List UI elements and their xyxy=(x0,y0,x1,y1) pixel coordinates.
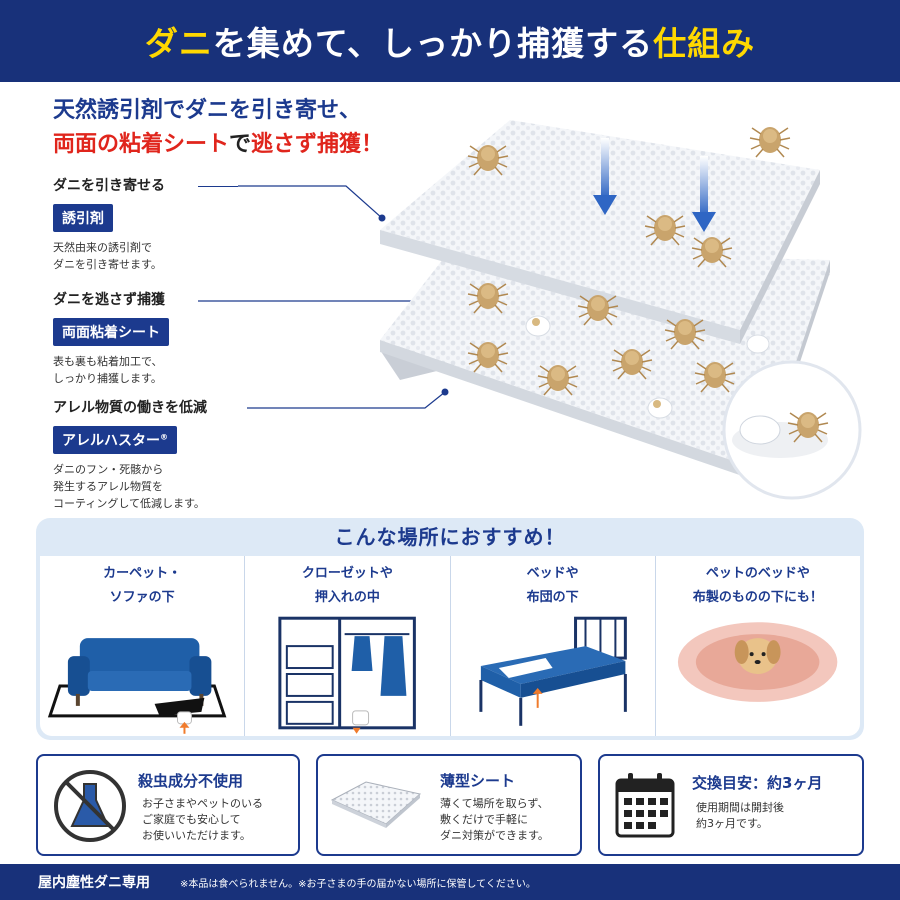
box-desc: お子さまやペットのいる ご家庭でも安心して お使いいただけます。 xyxy=(142,796,263,844)
feature-desc: 表も裏も粘着加工で、 しっかり捕獲します。 xyxy=(53,353,373,387)
box-no-insecticide: 殺虫成分不使用 お子さまやペットのいる ご家庭でも安心して お使いいただけます。 xyxy=(36,754,300,856)
sofa-icon xyxy=(47,638,227,734)
feature-title: アレル物質の働きを低減 xyxy=(53,400,207,416)
place-label: ペットのベッドや 布製のものの下にも！ xyxy=(656,562,860,610)
box-desc: 薄くて場所を取らず、 敷くだけで手軽に ダニ対策ができます。 xyxy=(440,796,549,844)
box-desc: 使用期間は開封後 約3ヶ月です。 xyxy=(696,800,784,832)
leader-connector xyxy=(247,388,449,409)
down-arrow-icon xyxy=(692,156,716,232)
box-desc-line: ご家庭でも安心して xyxy=(142,813,241,826)
down-arrow-icon xyxy=(593,138,617,215)
feature-attractant: ダニを引き寄せる 誘引剤 天然由来の誘引剤で ダニを引き寄せます。 xyxy=(53,176,373,273)
zoom-circle xyxy=(722,360,862,500)
feature-title: ダニを逃さず捕獲 xyxy=(53,292,165,308)
place-label-line: ソファの下 xyxy=(109,590,175,605)
box-desc-line: 約3ヶ月です。 xyxy=(696,817,768,830)
box-replacement: 交換目安：約3ヶ月 使用期間は開封後 約3ヶ月です。 xyxy=(598,754,864,856)
feature-tag-text: アレルハスター xyxy=(62,433,160,449)
place-label: ベッドや 布団の下 xyxy=(451,562,655,610)
pet-bed-icon xyxy=(677,622,838,702)
mite-icon xyxy=(749,126,791,158)
headline: 天然誘引剤でダニを引き寄せ、 両面の粘着シートで逃さず捕獲！ xyxy=(53,94,383,162)
place-label-line: ペットのベッドや xyxy=(705,566,810,581)
feature-tag: 両面粘着シート xyxy=(53,318,169,346)
box-desc-line: 薄くて場所を取らず、 xyxy=(440,797,549,810)
leader-line xyxy=(198,186,238,187)
calendar-icon xyxy=(615,773,675,838)
closet-icon xyxy=(278,616,417,734)
feature-adhesive: ダニを逃さず捕獲 両面粘着シート 表も裏も粘着加工で、 しっかり捕獲します。 xyxy=(53,290,373,387)
no-insecticide-icon xyxy=(54,770,126,842)
feature-desc: 天然由来の誘引剤で ダニを引き寄せます。 xyxy=(53,239,373,273)
place-pet-bed: ペットのベッドや 布製のものの下にも！ xyxy=(656,556,860,736)
box-thin-sheet: 薄型シート 薄くて場所を取らず、 敷くだけで手軽に ダニ対策ができます。 xyxy=(316,754,582,856)
feature-desc-line: 表も裏も粘着加工で、 xyxy=(53,355,163,368)
bed-icon xyxy=(478,616,627,726)
box-desc-line: ダニ対策ができます。 xyxy=(440,829,549,842)
place-label-line: 布団の下 xyxy=(526,590,579,605)
feature-desc-line: ダニのフン・死骸から xyxy=(53,463,164,476)
banner-highlight-mites: ダニ xyxy=(144,24,213,63)
box-desc-line: お使いいただけます。 xyxy=(142,829,251,842)
place-label-line: ベッドや xyxy=(526,566,579,581)
box-desc-line: 使用期間は開封後 xyxy=(696,801,784,814)
feature-tag: アレルハスター® xyxy=(53,426,177,454)
feature-desc-line: ダニを引き寄せます。 xyxy=(53,258,162,271)
headline-red-1: 両面の粘着シート xyxy=(53,132,230,157)
banner-highlight-mechanism: 仕組み xyxy=(653,24,756,63)
feature-desc-line: コーティングして低減します。 xyxy=(53,497,205,510)
box-desc-line: 敷くだけで手軽に xyxy=(440,813,528,826)
feature-desc-line: 天然由来の誘引剤で xyxy=(53,241,152,254)
place-label-line: 押入れの中 xyxy=(314,590,380,605)
feature-tag: 誘引剤 xyxy=(53,204,113,232)
box-title: 薄型シート xyxy=(440,772,516,790)
feature-desc-line: 発生するアレル物質を xyxy=(53,480,163,493)
upper-sheet xyxy=(380,120,820,344)
place-sofa: カーペット・ ソファの下 xyxy=(40,556,246,736)
place-bed: ベッドや 布団の下 xyxy=(451,556,656,736)
footer-note: ※本品は食べられません。※お子さまの手の届かない場所に保管してください。 xyxy=(180,878,536,890)
thin-sheet-icon xyxy=(330,781,422,828)
coated-particle-icon xyxy=(525,315,770,419)
banner-title: ダニを集めて、しっかり捕獲する仕組み xyxy=(145,17,755,65)
footer: 屋内塵性ダニ専用 ※本品は食べられません。※お子さまの手の届かない場所に保管して… xyxy=(0,864,900,900)
box-title: 交換目安：約3ヶ月 xyxy=(692,774,823,792)
recommend-panel: カーペット・ ソファの下 クローゼットや 押入れの中 xyxy=(40,556,860,736)
headline-mid: で xyxy=(229,132,252,157)
place-label: クローゼットや 押入れの中 xyxy=(245,562,449,610)
headline-red-2: 逃さず捕獲！ xyxy=(251,132,384,157)
feature-title: ダニを引き寄せる xyxy=(53,178,165,194)
banner-title-middle: を集めて、しっかり捕獲する xyxy=(212,24,654,63)
feature-desc: ダニのフン・死骸から 発生するアレル物質を コーティングして低減します。 xyxy=(53,461,373,512)
place-label-line: カーペット・ xyxy=(103,566,182,581)
place-label-line: クローゼットや xyxy=(301,566,393,581)
leader-connector xyxy=(238,185,386,222)
place-closet: クローゼットや 押入れの中 xyxy=(245,556,451,736)
box-desc-line: お子さまやペットのいる xyxy=(142,797,263,810)
footer-label: 屋内塵性ダニ専用 xyxy=(38,875,150,891)
recommend-title: こんな場所におすすめ！ xyxy=(334,525,566,549)
top-banner: ダニを集めて、しっかり捕獲する仕組み xyxy=(0,0,900,82)
feature-allergen: アレル物質の働きを低減 アレルハスター® ダニのフン・死骸から 発生するアレル物… xyxy=(53,398,373,512)
place-label: カーペット・ ソファの下 xyxy=(40,562,244,610)
place-label-line: 布製のものの下にも！ xyxy=(692,590,823,605)
headline-line1: 天然誘引剤でダニを引き寄せ、 xyxy=(53,98,362,123)
headline-line2: 両面の粘着シートで逃さず捕獲！ xyxy=(53,128,383,162)
box-title: 殺虫成分不使用 xyxy=(138,772,244,790)
feature-desc-line: しっかり捕獲します。 xyxy=(53,372,162,385)
registered-mark: ® xyxy=(160,432,168,442)
recommend-section: こんな場所におすすめ！ カーペット・ ソファの下 xyxy=(36,518,864,740)
sheet-illustration xyxy=(380,120,862,500)
